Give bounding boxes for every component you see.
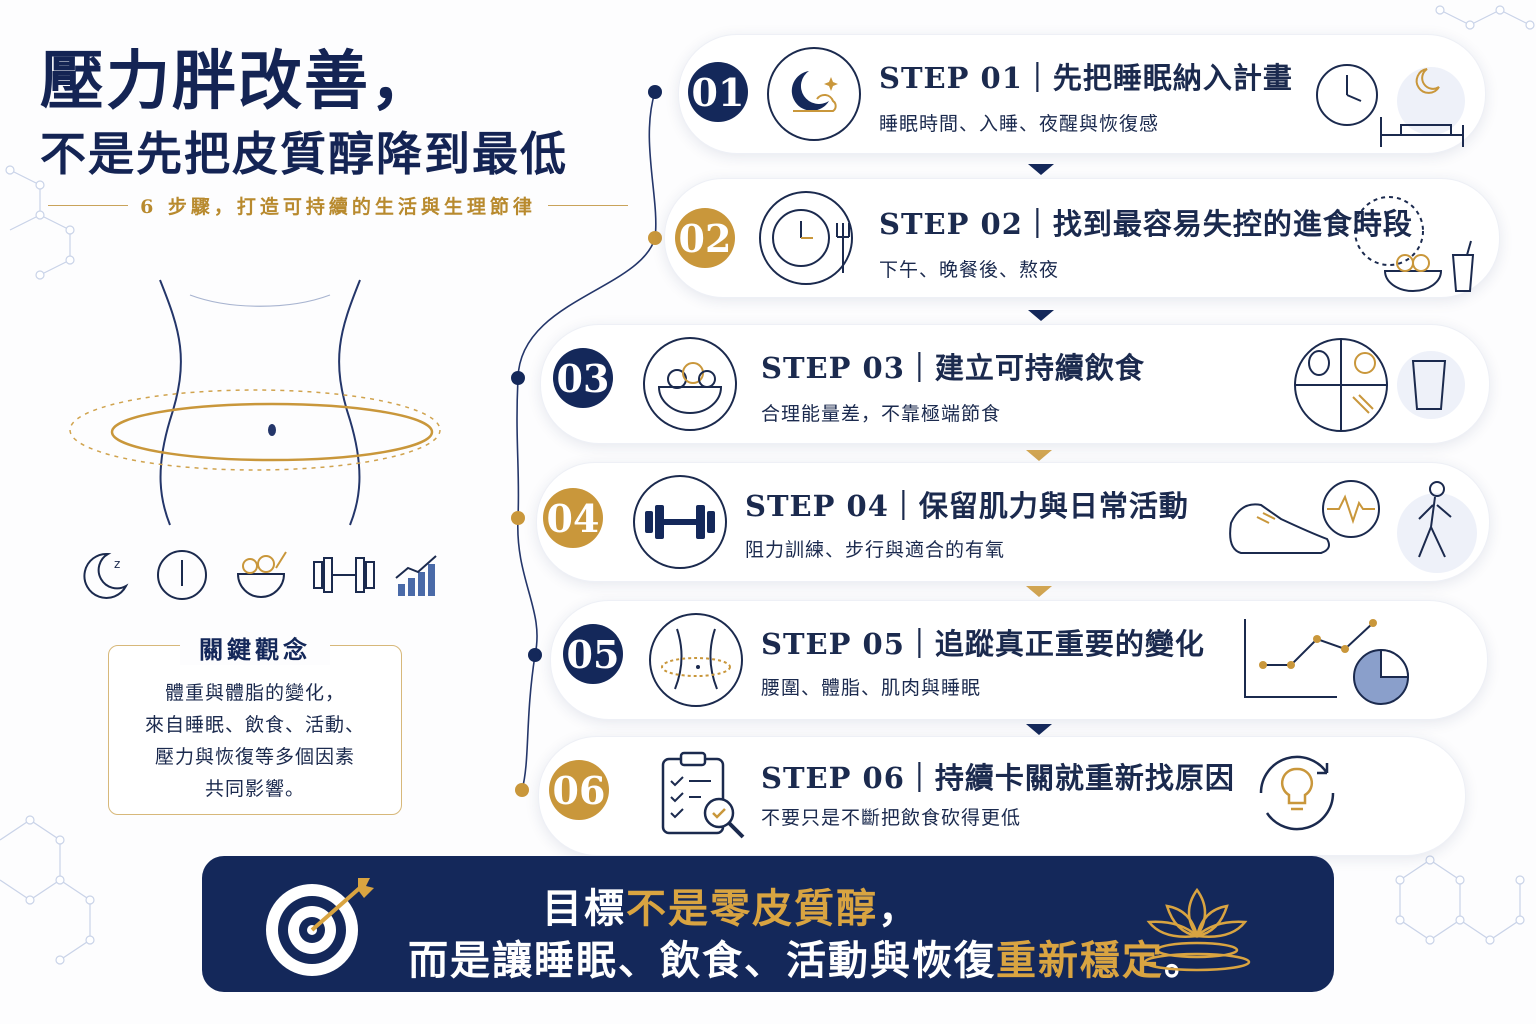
clock-fork-icon <box>759 191 853 285</box>
concept-line: 壓力與恢復等多個因素 <box>154 746 355 768</box>
banner-highlight: 重新穩定 <box>996 937 1164 984</box>
left-icon-row: z <box>83 550 437 600</box>
sneaker-icon <box>1229 503 1330 554</box>
clock-icon <box>157 550 207 600</box>
chevron-down-icon <box>1026 724 1052 735</box>
step-subtitle: 阻力訓練、步行與適合的有氧 <box>745 539 1006 561</box>
food-bowl-icon <box>236 551 287 598</box>
step-card-04: STEP 04｜保留肌力與日常活動 阻力訓練、步行與適合的有氧 <box>536 462 1490 582</box>
dumbbell-icon <box>633 475 727 569</box>
waist-measure-icon <box>649 613 743 707</box>
banner-text: 目標 <box>542 885 626 932</box>
snack-bowl-icon <box>1383 240 1475 292</box>
step-badge-02: 02 <box>675 208 735 268</box>
banner-text: 而是讓睡眠、飲食、活動與恢復 <box>408 937 996 984</box>
step-card-01: STEP 01｜先把睡眠納入計畫 睡眠時間、入睡、夜醒與恢復感 <box>678 34 1486 154</box>
step-title: STEP 01｜先把睡眠納入計畫 <box>879 61 1293 95</box>
concept-line: 共同影響。 <box>204 778 305 800</box>
banner-text: ， <box>878 885 920 932</box>
chevron-down-icon <box>1026 450 1052 461</box>
goal-banner: 目標不是零皮質醇， 而是讓睡眠、飲食、活動與恢復重新穩定。 <box>202 856 1334 992</box>
step-title: STEP 02｜找到最容易失控的進食時段 <box>879 207 1413 241</box>
dumbbell-icon <box>313 557 375 593</box>
page-title-line2: 不是先把皮質醇降到最低 <box>40 127 568 181</box>
chevron-down-icon <box>1026 586 1052 597</box>
pie-chart-icon <box>1353 648 1410 705</box>
step-badge-06: 06 <box>549 760 609 820</box>
step-badge-03: 03 <box>553 348 613 408</box>
clock-icon <box>1316 64 1378 126</box>
step-card-02: STEP 02｜找到最容易失控的進食時段 下午、晚餐後、熬夜 <box>664 178 1500 298</box>
step-subtitle: 不要只是不斷把飲食砍得更低 <box>761 807 1022 829</box>
step-badge-01: 01 <box>688 62 748 122</box>
banner-line2: 而是讓睡眠、飲食、活動與恢復重新穩定。 <box>408 928 1206 986</box>
divider <box>48 205 129 206</box>
walking-person-icon <box>1397 481 1477 573</box>
bed-moon-icon <box>1380 67 1465 147</box>
step-title: STEP 05｜追蹤真正重要的變化 <box>761 627 1205 661</box>
concept-line: 來自睡眠、飲食、活動、 <box>144 714 365 736</box>
step-card-03: STEP 03｜建立可持續飲食 合理能量差，不靠極端節食 <box>540 324 1490 444</box>
step-title: STEP 06｜持續卡關就重新找原因 <box>761 761 1235 795</box>
step-subtitle: 腰圍、體脂、肌肉與睡眠 <box>761 677 982 699</box>
step-title: STEP 04｜保留肌力與日常活動 <box>745 489 1189 523</box>
banner-line1: 目標不是零皮質醇， <box>542 876 920 934</box>
checklist-magnifier-icon <box>657 745 749 845</box>
step-card-05: STEP 05｜追蹤真正重要的變化 腰圍、體脂、肌肉與睡眠 <box>550 600 1488 720</box>
step-subtitle: 睡眠時間、入睡、夜醒與恢復感 <box>879 113 1160 135</box>
water-glass-icon <box>1397 351 1465 419</box>
sleep-moon-icon: z <box>83 552 129 599</box>
step-badge-05: 05 <box>563 624 623 684</box>
step-subtitle: 下午、晚餐後、熬夜 <box>879 259 1060 281</box>
chevron-down-icon <box>1028 164 1054 175</box>
banner-highlight: 不是零皮質醇 <box>626 885 878 932</box>
step-card-06: STEP 06｜持續卡關就重新找原因 不要只是不斷把飲食砍得更低 <box>538 736 1466 856</box>
balanced-plate-icon <box>1294 338 1388 432</box>
page-title: 壓力胖改善， <box>40 44 436 119</box>
salad-bowl-icon <box>643 337 737 431</box>
heartbeat-icon <box>1322 480 1380 538</box>
page-subtitle: 6 步驟，打造可持續的生活與生理節律 <box>48 192 628 219</box>
svg-text:z: z <box>114 557 120 571</box>
target-arrow-icon <box>266 878 374 976</box>
waist-illustration <box>69 279 441 526</box>
concept-title: 關鍵觀念 <box>180 630 330 665</box>
step-title: STEP 03｜建立可持續飲食 <box>761 351 1145 385</box>
lotus-icon <box>1143 887 1251 972</box>
late-night-clock-icon <box>1354 196 1424 266</box>
subtitle-text: 6 步驟，打造可持續的生活與生理節律 <box>140 196 536 218</box>
concept-box: 體重與體脂的變化， 來自睡眠、飲食、活動、 壓力與恢復等多個因素 共同影響。 <box>108 645 402 815</box>
divider <box>547 205 628 206</box>
step-badge-04: 04 <box>543 488 603 548</box>
step-subtitle: 合理能量差，不靠極端節食 <box>761 403 1002 425</box>
concept-line: 體重與體脂的變化， <box>164 682 345 704</box>
chevron-down-icon <box>1028 310 1054 321</box>
moon-stars-icon <box>767 47 861 141</box>
growth-chart-icon <box>395 555 437 596</box>
line-chart-icon <box>1244 619 1377 698</box>
lightbulb-cycle-icon <box>1259 755 1335 831</box>
